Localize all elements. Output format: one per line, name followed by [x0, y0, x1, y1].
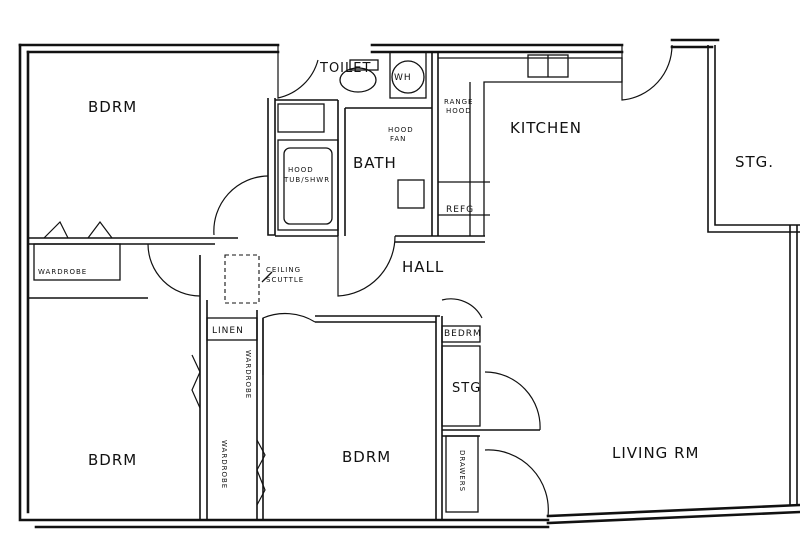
label-hood-tub-2: TUB/SHWR — [283, 176, 330, 184]
label-wardrobe-sw-1: WARDROBE — [244, 350, 252, 399]
room-label-bedroom-center: BDRM — [342, 448, 391, 466]
label-wardrobe-north: WARDROBE — [38, 268, 87, 276]
label-range-hood-2: HOOD — [446, 107, 472, 115]
label-water-heater: WH — [394, 73, 412, 83]
room-label-toilet: TOILET — [319, 61, 371, 76]
room-label-living: LIVING RM — [612, 444, 699, 462]
room-label-hall: HALL — [402, 258, 444, 276]
room-label-storage-small: STG — [452, 381, 481, 396]
label-hood-tub-1: HOOD — [288, 166, 314, 174]
label-scuttle: SCUTTLE — [266, 276, 304, 284]
label-refrigerator: REFG — [446, 205, 474, 215]
label-hood-fan-1: HOOD — [388, 126, 414, 134]
interior-walls — [28, 45, 800, 520]
room-label-kitchen: KITCHEN — [510, 119, 582, 137]
label-ceiling: CEILING — [266, 266, 301, 274]
label-drawers: DRAWERS — [458, 450, 466, 492]
room-label-bedroom-nw: BDRM — [88, 98, 137, 116]
label-hood-fan-2: FAN — [390, 135, 406, 143]
room-label-bath: BATH — [353, 154, 397, 172]
label-wardrobe-sw-2: WARDROBE — [220, 440, 228, 489]
label-range-hood-1: RANGE — [444, 98, 473, 106]
label-bedroom-closet: BEDRM — [444, 329, 482, 339]
door-swings — [43, 44, 673, 517]
label-linen: LINEN — [212, 326, 244, 336]
room-label-storage-ne: STG. — [735, 153, 774, 171]
room-labels: BDRM BDRM BDRM KITCHEN STG. BATH HALL LI… — [38, 61, 774, 492]
fixtures — [224, 51, 427, 304]
room-label-bedroom-sw: BDRM — [88, 451, 137, 469]
